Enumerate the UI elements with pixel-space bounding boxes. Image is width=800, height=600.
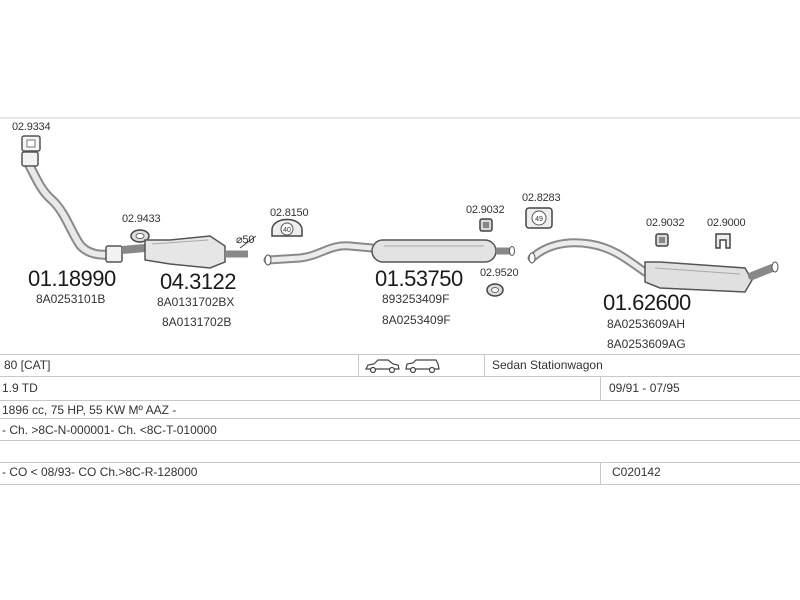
table-divider <box>0 440 800 441</box>
bracket-icon <box>21 135 41 152</box>
rear-silencer-part <box>527 238 779 293</box>
part-code-label: 02.8150 <box>270 207 309 219</box>
sedan-icon <box>365 359 400 374</box>
bracket-icon <box>715 233 731 249</box>
catalyst-oem: 8A0131702B <box>162 315 232 329</box>
part-code-label: 02.8283 <box>522 192 561 204</box>
clamp-icon: 40 <box>271 218 303 237</box>
svg-text:49: 49 <box>535 216 543 223</box>
center-silencer-oem: 8A0253409F <box>382 313 451 327</box>
rubber-mount-icon <box>655 233 669 247</box>
rear-silencer-oem: 8A0253609AG <box>607 337 686 351</box>
clamp-icon: 49 <box>525 207 553 229</box>
part-code-label: 02.9032 <box>646 217 685 229</box>
table-divider <box>0 418 800 419</box>
part-code-label: 02.9000 <box>707 217 746 229</box>
rear-silencer-number: 01.62600 <box>603 290 691 315</box>
catalyst-oem: 8A0131702BX <box>157 295 235 309</box>
gasket-icon <box>130 229 150 243</box>
table-divider <box>358 354 359 376</box>
gasket-icon <box>486 283 504 297</box>
table-divider <box>0 376 800 377</box>
table-divider <box>484 354 485 376</box>
front-pipe-oem: 8A0253101B <box>36 292 106 306</box>
front-pipe-part <box>21 151 123 263</box>
vehicle-type-icons <box>365 359 440 374</box>
rubber-mount-icon <box>479 218 493 232</box>
catalyst-number: 04.3122 <box>160 269 237 294</box>
center-silencer-part <box>371 239 515 263</box>
reference-code-text: C020142 <box>612 465 661 479</box>
table-divider <box>0 400 800 401</box>
chassis-range-text: - Ch. >8C-N-000001- Ch. <8C-T-010000 <box>2 423 217 437</box>
middle-pipe-part <box>263 241 377 266</box>
engine-text: 1.9 TD <box>2 381 38 395</box>
table-divider <box>600 462 601 484</box>
table-divider <box>600 376 601 400</box>
part-code-label: 02.9520 <box>480 267 519 279</box>
svg-text:40: 40 <box>283 227 291 234</box>
clamp-note <box>239 235 257 249</box>
part-code-label: 02.9433 <box>122 213 161 225</box>
table-divider <box>0 462 800 463</box>
table-divider <box>0 354 800 355</box>
front-pipe-number: 01.18990 <box>28 266 116 291</box>
rear-silencer-oem: 8A0253609AH <box>607 317 686 331</box>
part-code-label: 02.9032 <box>466 204 505 216</box>
center-silencer-oem: 893253409F <box>382 292 450 306</box>
co-note-text: - CO < 08/93- CO Ch.>8C-R-128000 <box>2 465 198 479</box>
exhaust-system-drawing: 40 49 <box>0 117 800 297</box>
part-code-label: 02.9334 <box>12 121 51 133</box>
body-type-text: Sedan Stationwagon <box>492 358 603 372</box>
clamp-diameter-label: ⌀50 <box>236 234 255 246</box>
engine-spec-text: 1896 cc, 75 HP, 55 KW Mº AAZ - <box>2 403 177 417</box>
stationwagon-icon <box>405 359 440 374</box>
table-divider <box>0 484 800 485</box>
model-text: 80 [CAT] <box>4 358 51 372</box>
center-silencer-number: 01.53750 <box>375 266 463 291</box>
years-text: 09/91 - 07/95 <box>609 381 680 395</box>
catalyst-part <box>121 235 248 269</box>
